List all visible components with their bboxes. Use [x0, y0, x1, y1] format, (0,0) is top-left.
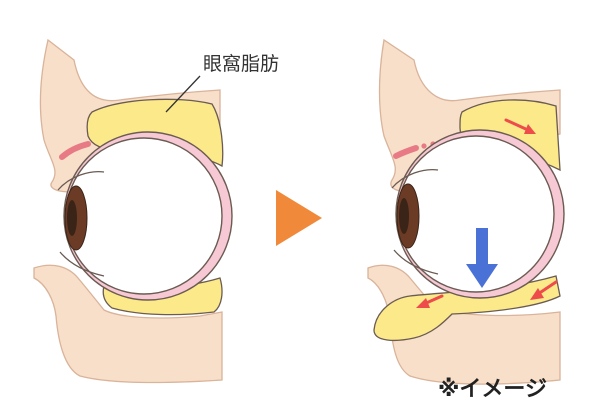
upper-muscle	[59, 141, 91, 160]
lower-eyelid-edge	[393, 249, 439, 275]
muscle-dot	[421, 143, 427, 149]
small-red-arrow-icon	[536, 280, 558, 296]
pupil	[67, 200, 77, 236]
down-arrow-shaft	[476, 228, 488, 268]
eyeball	[65, 137, 223, 295]
weakened-muscle	[393, 145, 419, 159]
pupil	[399, 198, 409, 234]
lower-fat-pad-after	[373, 275, 561, 342]
right-triangle-arrow-icon	[276, 190, 322, 246]
image-note: ※イメージ	[438, 377, 547, 402]
panel-before: 眼窩脂肪	[33, 38, 279, 384]
upper-eyelid-edge	[57, 170, 105, 191]
down-arrow-icon	[466, 264, 498, 288]
lower-skin	[33, 264, 223, 384]
small-red-arrow-head	[524, 124, 536, 134]
fat-label-leader	[165, 75, 201, 113]
upper-eyelid-edge	[391, 168, 439, 189]
lower-eyelid-edge	[59, 251, 105, 277]
small-red-arrow-head	[530, 288, 544, 300]
small-red-arrow-head	[416, 298, 430, 308]
fat-label: 眼窩脂肪	[203, 53, 279, 75]
panel-after	[367, 38, 565, 385]
small-red-arrow-icon	[504, 118, 530, 132]
